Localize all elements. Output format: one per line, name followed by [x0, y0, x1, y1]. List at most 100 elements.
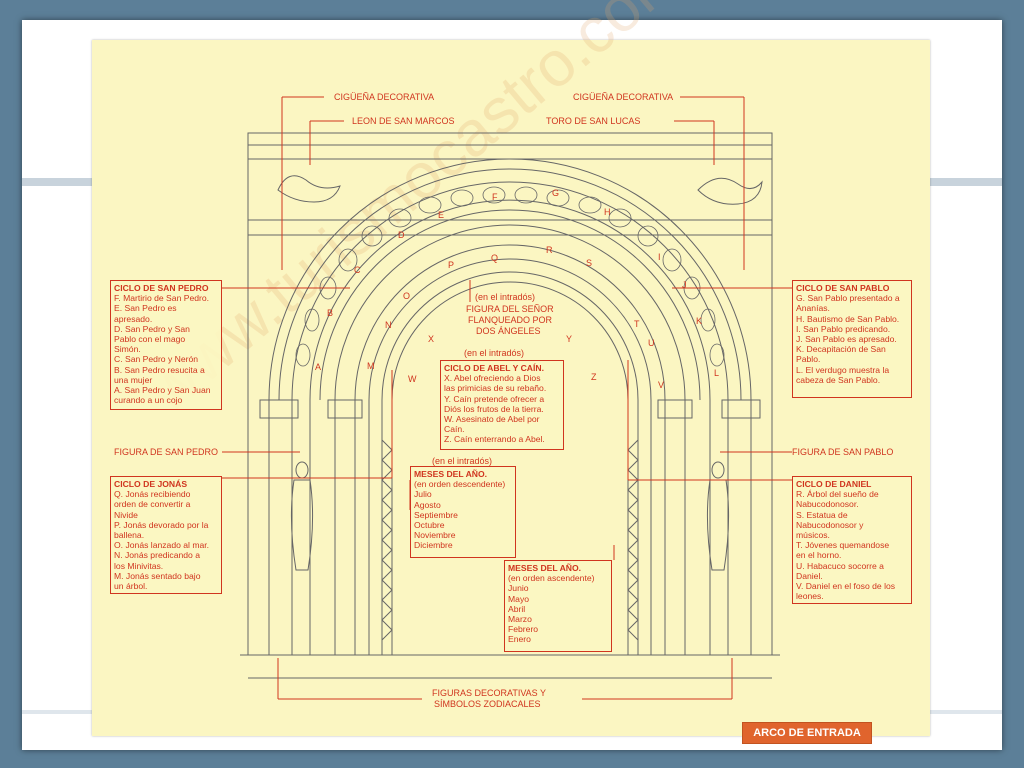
scene-letter-z: Z: [591, 372, 597, 382]
box-item: X. Abel ofreciendo a Dios: [444, 373, 541, 384]
box-item: Marzo: [508, 614, 532, 625]
arch-lines: [240, 132, 780, 679]
box-item: Nivide: [114, 509, 138, 520]
box-item: O. Jonás lanzado al mar.: [114, 540, 210, 551]
box-item: W. Asesinato de Abel por: [444, 414, 540, 425]
label-figura-senor-1: FIGURA DEL SEÑOR: [466, 304, 554, 314]
label-figuras-decorativas-2: SÍMBOLOS ZODIACALES: [434, 699, 541, 709]
box-item: cabeza de San Pablo.: [796, 374, 881, 385]
box-item: Noviembre: [414, 530, 456, 541]
box-item: V. Daniel en el foso de los: [796, 581, 896, 592]
box-item: Caín.: [444, 424, 465, 435]
box-item: Mayo: [508, 593, 530, 604]
box-ciclo-daniel-title: CICLO DE DANIEL: [796, 479, 872, 489]
box-item: Julio: [414, 489, 432, 500]
box-ciclo-jonas-title: CICLO DE JONÁS: [114, 479, 188, 489]
diagram-panel: www.turismocastro.com: [92, 0, 930, 744]
scene-letter-s: S: [586, 258, 593, 268]
box-item: (en orden descendente): [414, 479, 506, 490]
label-toro-san-lucas: TORO DE SAN LUCAS: [546, 116, 641, 126]
label-intrados-low: (en el intradós): [432, 456, 493, 466]
box-item: apresado.: [114, 313, 153, 324]
box-item: Diciembre: [414, 540, 453, 551]
box-item: L. El verdugo muestra la: [796, 364, 890, 375]
box-item: Simón.: [114, 344, 141, 355]
box-item: K. Decapitación de San: [796, 344, 886, 355]
arch-drawing: [222, 96, 792, 700]
box-item: (en orden ascendente): [508, 573, 595, 584]
box-item: B. San Pedro resucita a: [114, 364, 205, 375]
label-figura-senor-3: DOS ÁNGELES: [476, 326, 541, 336]
label-figura-san-pablo: FIGURA DE SAN PABLO: [792, 447, 894, 457]
scene-letter-e: E: [438, 210, 445, 220]
box-item: Daniel.: [796, 570, 823, 581]
scene-letter-x: X: [428, 334, 435, 344]
box-item: los Minivitas.: [114, 560, 164, 571]
box-item: P. Jonás devorado por la: [114, 519, 209, 530]
label-leon-san-marcos: LEON DE SAN MARCOS: [352, 116, 455, 126]
scene-letter-o: O: [403, 291, 411, 301]
box-ciclo-jonas: CICLO DE JONÁS Q. Jonás recibiendo orden…: [110, 476, 222, 594]
box-meses-ascendente: MESES DEL AÑO. (en orden ascendente) Jun…: [504, 560, 612, 652]
box-item: Q. Jonás recibiendo: [114, 489, 191, 500]
label-ciguena-right: CIGÜEÑA DECORATIVA: [573, 92, 674, 102]
box-item: H. Bautismo de San Pablo.: [796, 313, 900, 324]
scene-letter-v: V: [658, 380, 665, 390]
box-item: Febrero: [508, 624, 539, 635]
box-ciclo-san-pedro-title: CICLO DE SAN PEDRO: [114, 283, 209, 293]
box-item: G. San Pablo presentado a: [796, 293, 900, 304]
box-item: Octubre: [414, 520, 445, 531]
box-ciclo-abel-cain-title: CICLO DE ABEL Y CAÍN.: [444, 363, 544, 373]
leader-lines: [222, 96, 792, 700]
box-item: A. San Pedro y San Juan: [114, 385, 211, 396]
scene-letter-i: I: [658, 252, 661, 262]
scene-letter-r: R: [546, 245, 553, 255]
scene-letter-w: W: [408, 374, 417, 384]
box-item: Enero: [508, 634, 531, 645]
scene-letter-f: F: [492, 192, 498, 202]
scene-letter-d: D: [398, 230, 405, 240]
box-item: Septiembre: [414, 509, 458, 520]
label-figura-senor-2: FLANQUEADO POR: [468, 315, 553, 325]
box-item: un árbol.: [114, 581, 148, 592]
box-item: Ananías.: [796, 303, 830, 314]
box-item: R. Árbol del sueño de: [796, 489, 879, 500]
box-item: leones.: [796, 591, 824, 602]
box-ciclo-san-pablo-title: CICLO DE SAN PABLO: [796, 283, 890, 293]
box-item: ballena.: [114, 530, 145, 541]
box-item: curando a un cojo: [114, 395, 183, 406]
box-item: E. San Pedro es: [114, 303, 177, 314]
box-item: Nabucodonosor y: [796, 519, 864, 530]
box-item: músicos.: [796, 530, 830, 541]
scene-letter-q: Q: [491, 253, 499, 263]
box-meses-ascendente-title: MESES DEL AÑO.: [508, 563, 582, 573]
box-item: U. Habacuco socorre a: [796, 560, 884, 571]
box-item: D. San Pedro y San: [114, 323, 190, 334]
scene-letter-g: G: [552, 188, 560, 198]
badge-arco-de-entrada: ARCO DE ENTRADA: [742, 722, 872, 744]
box-item: M. Jonás sentado bajo: [114, 570, 201, 581]
box-item: Nabucodonosor.: [796, 499, 859, 510]
label-intrados-top: (en el intradós): [475, 292, 536, 302]
box-item: las primicias de su rebaño.: [444, 383, 547, 394]
scene-letter-m: M: [367, 361, 375, 371]
box-item: Y. Caín pretende ofrecer a: [444, 393, 545, 404]
box-item: orden de convertir a: [114, 499, 191, 510]
box-meses-descendente-title: MESES DEL AÑO.: [414, 469, 488, 479]
scene-letter-n: N: [385, 320, 392, 330]
scene-letter-b: B: [327, 308, 334, 318]
box-item: Z. Caín enterrando a Abel.: [444, 434, 545, 445]
box-meses-descendente: MESES DEL AÑO. (en orden descendente) Ju…: [410, 466, 516, 558]
box-ciclo-daniel: CICLO DE DANIEL R. Árbol del sueño de Na…: [792, 476, 912, 604]
box-item: J. San Pablo es apresado.: [796, 334, 897, 345]
box-item: Pablo.: [796, 354, 821, 365]
box-item: Abril: [508, 603, 526, 614]
label-ciguena-left: CIGÜEÑA DECORATIVA: [334, 92, 435, 102]
label-figura-san-pedro: FIGURA DE SAN PEDRO: [114, 447, 219, 457]
scene-letter-u: U: [648, 338, 655, 348]
box-ciclo-abel-cain: CICLO DE ABEL Y CAÍN. X. Abel ofreciendo…: [440, 360, 564, 450]
scene-letter-l: L: [714, 368, 720, 378]
scene-letter-p: P: [448, 260, 455, 270]
box-item: T. Jóvenes quemandose: [796, 540, 890, 551]
box-item: Pablo con el mago: [114, 334, 186, 345]
